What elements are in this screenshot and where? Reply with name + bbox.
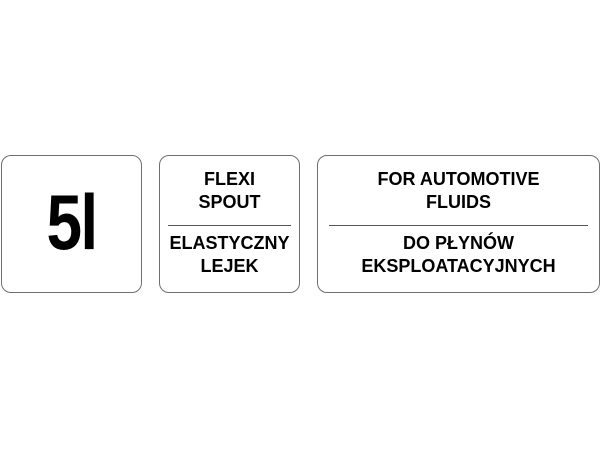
fluids-english-line: FLUIDS	[426, 192, 491, 212]
volume-label: 5l	[46, 178, 98, 266]
fluids-polish-text: DO PŁYNÓW EKSPLOATACYJNYCH	[318, 232, 599, 278]
spout-english-line: SPOUT	[198, 192, 261, 212]
spout-english-text: FLEXI SPOUT	[160, 168, 299, 214]
spout-polish-line: ELASTYCZNY	[169, 233, 290, 253]
fluids-polish-line: EKSPLOATACYJNYCH	[361, 256, 556, 276]
volume-box: 5l	[1, 155, 142, 293]
spout-polish-line: LEJEK	[200, 256, 259, 276]
fluids-box: FOR AUTOMOTIVE FLUIDS DO PŁYNÓW EKSPLOAT…	[317, 155, 600, 293]
fluids-english-text: FOR AUTOMOTIVE FLUIDS	[318, 168, 599, 214]
spout-divider	[168, 225, 291, 226]
spout-box: FLEXI SPOUT ELASTYCZNY LEJEK	[159, 155, 300, 293]
fluids-divider	[329, 225, 588, 226]
fluids-english-line: FOR AUTOMOTIVE	[377, 169, 540, 189]
spout-english-line: FLEXI	[203, 169, 255, 189]
fluids-polish-line: DO PŁYNÓW	[403, 233, 514, 253]
spout-polish-text: ELASTYCZNY LEJEK	[160, 232, 299, 278]
